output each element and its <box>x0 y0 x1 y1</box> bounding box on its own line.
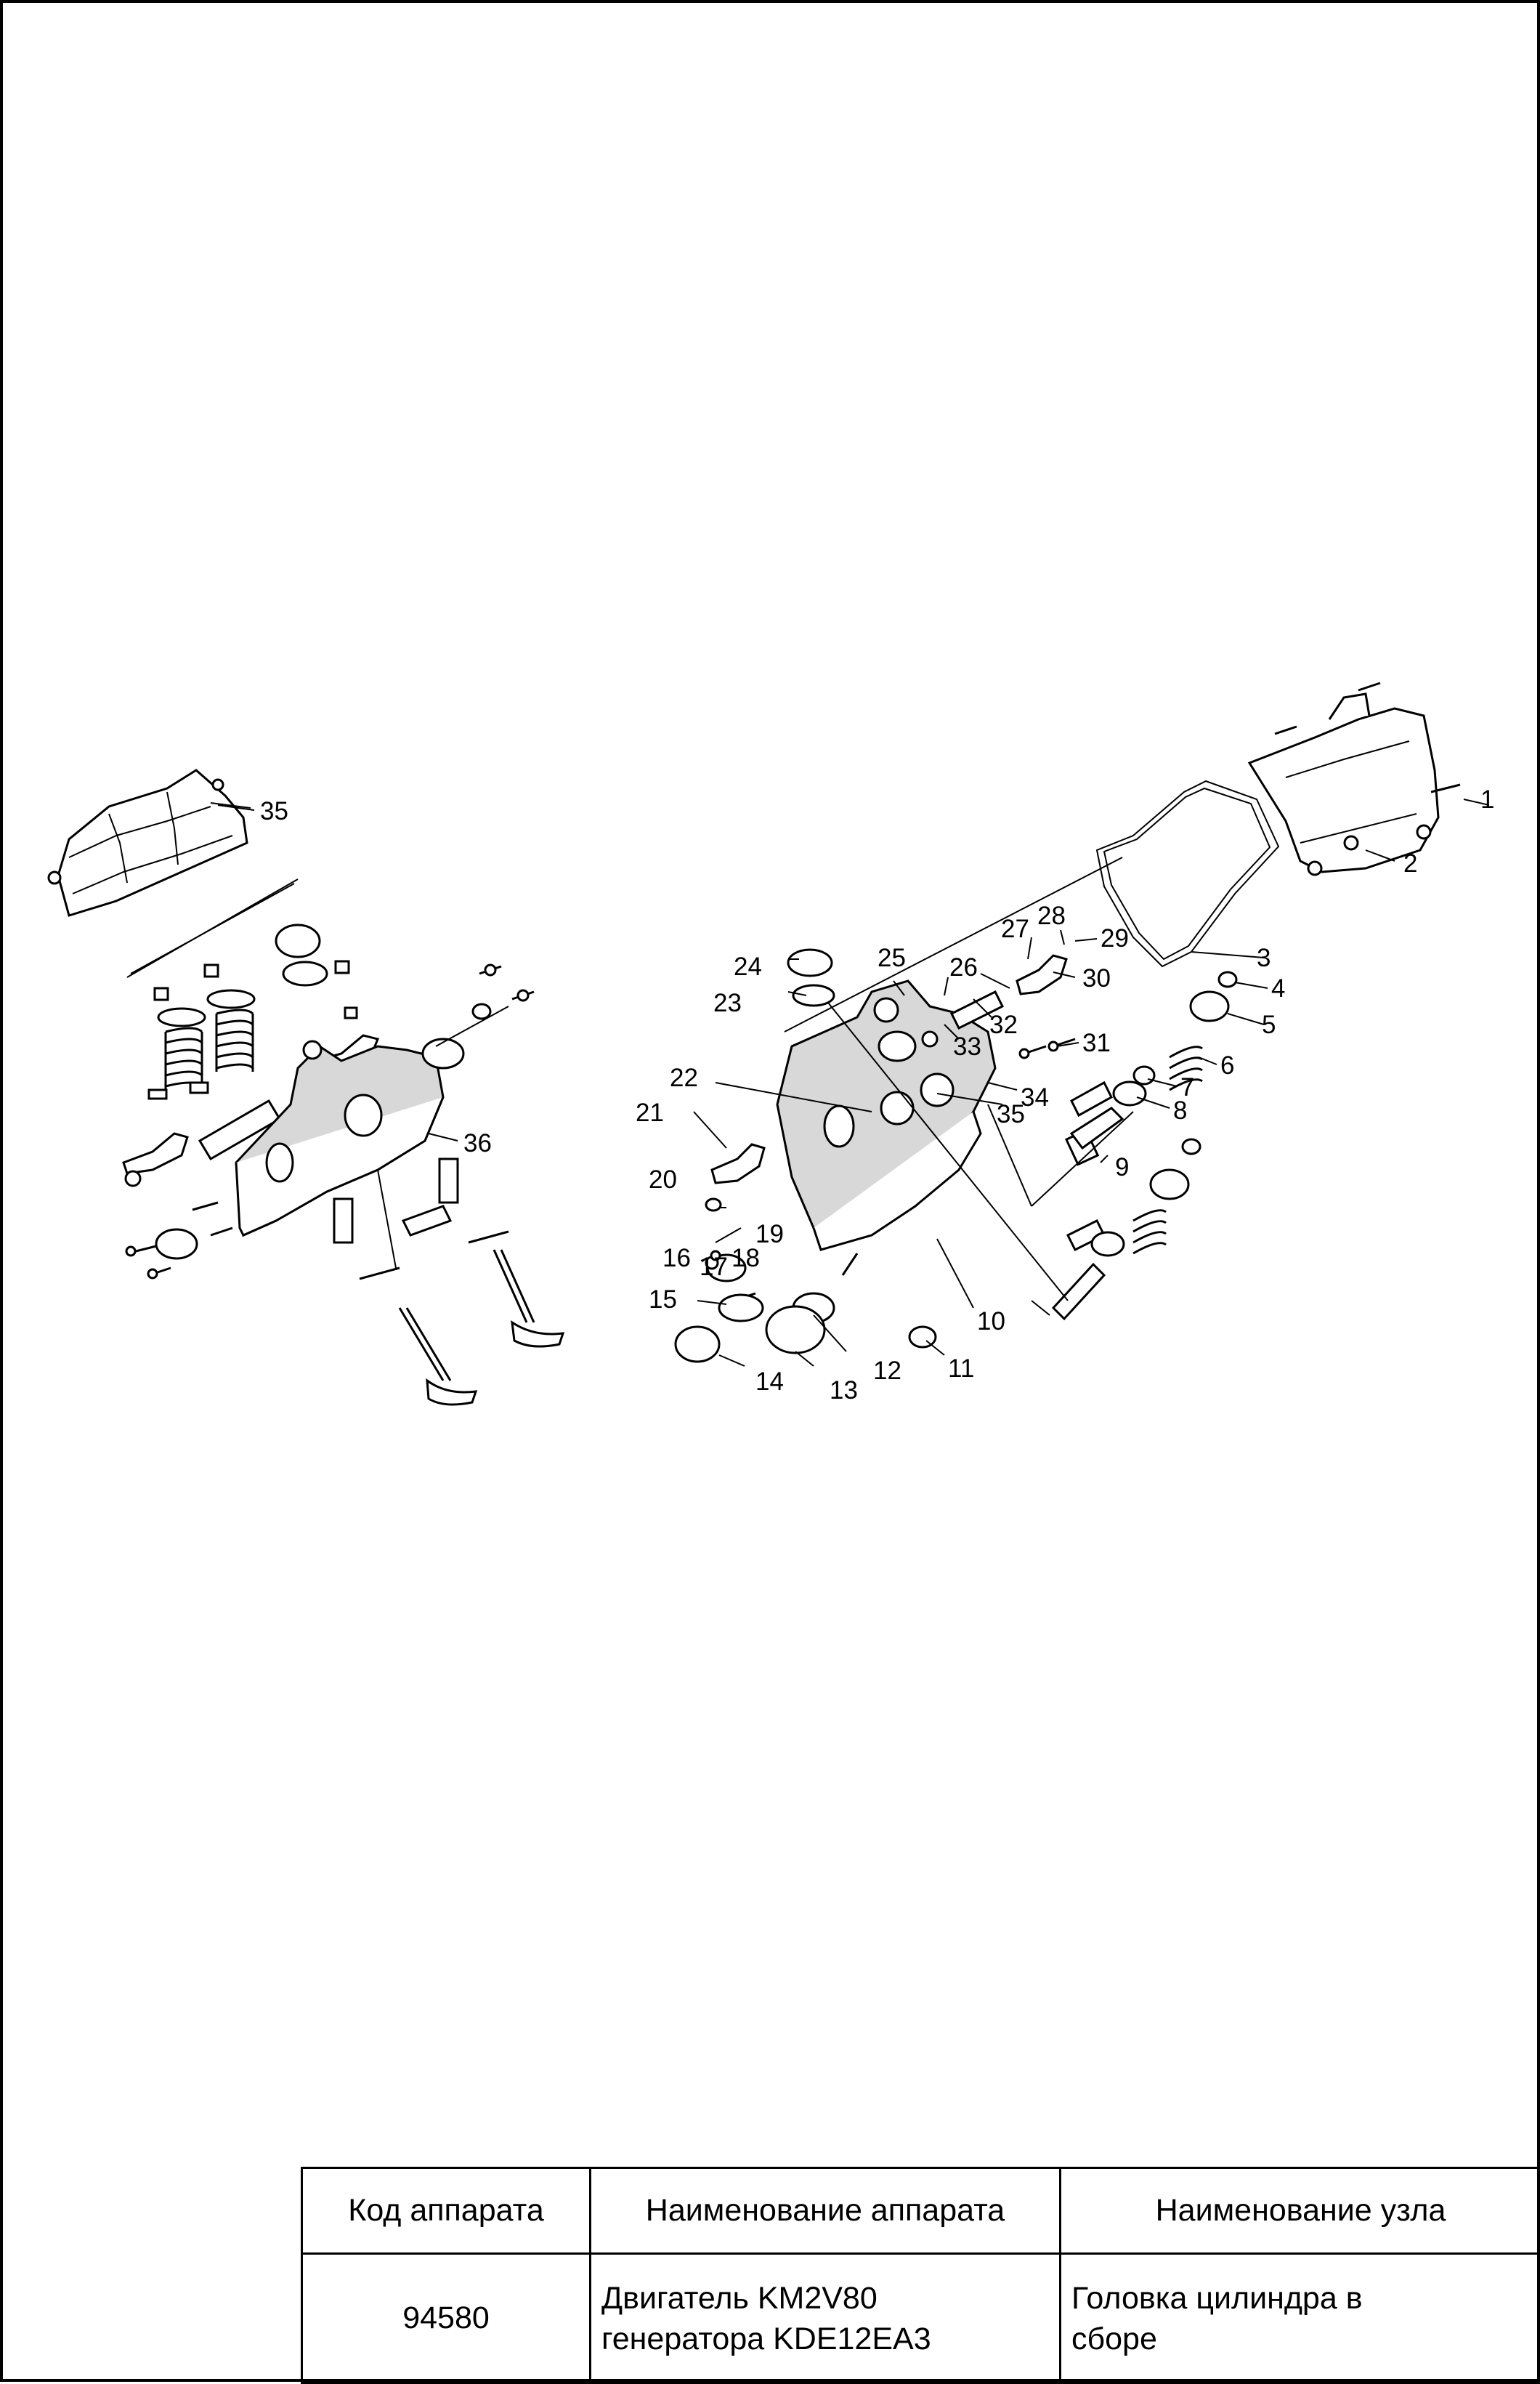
callout-9: 9 <box>1115 1153 1129 1181</box>
callout-12: 12 <box>873 1357 901 1385</box>
callout-35-left: 35 <box>260 797 288 825</box>
apparatus-name-line1: Двигатель KM2V80 <box>601 2278 1049 2319</box>
callout-23: 23 <box>713 989 742 1017</box>
callout-11: 11 <box>948 1354 974 1383</box>
callout-3: 3 <box>1257 944 1270 972</box>
callout-36: 36 <box>463 1129 492 1157</box>
right-assembly <box>676 683 1460 1362</box>
callout-35-right: 35 <box>997 1100 1025 1128</box>
callout-27: 27 <box>1001 915 1029 943</box>
callout-15: 15 <box>649 1285 677 1314</box>
left-valve-cover <box>58 770 247 916</box>
callout-29: 29 <box>1101 924 1129 953</box>
callout-22: 22 <box>670 1064 698 1092</box>
right-rocker-arm <box>1017 955 1066 994</box>
apparatus-name-value: Двигатель KM2V80 генератора KDE12EA3 <box>591 2254 1061 2383</box>
unit-name-line1: Головка цилиндра в <box>1071 2278 1530 2319</box>
callout-24: 24 <box>734 953 762 981</box>
header-apparatus-name: Наименование аппарата <box>591 2168 1061 2254</box>
callout-32: 32 <box>989 1011 1018 1039</box>
apparatus-name-line2: генератора KDE12EA3 <box>601 2319 1049 2359</box>
callout-14: 14 <box>755 1367 784 1396</box>
left-rocker-arm-b <box>123 1134 187 1173</box>
callout-20: 20 <box>649 1165 677 1194</box>
title-block: Код аппарата Наименование аппарата Наиме… <box>301 2167 1540 2384</box>
callout-6: 6 <box>1220 1051 1234 1080</box>
unit-name-value: Головка цилиндра в сборе <box>1061 2254 1540 2383</box>
callout-5: 5 <box>1262 1011 1276 1039</box>
callout-21: 21 <box>636 1099 664 1127</box>
callout-8: 8 <box>1173 1096 1187 1125</box>
callout-28: 28 <box>1037 902 1066 930</box>
callout-2: 2 <box>1403 849 1417 878</box>
callout-19: 19 <box>755 1220 784 1248</box>
callout-4: 4 <box>1271 974 1285 1003</box>
callout-17: 17 <box>700 1253 728 1281</box>
callout-31: 31 <box>1082 1029 1111 1057</box>
header-apparatus-code: Код аппарата <box>302 2168 591 2254</box>
apparatus-code-value: 94580 <box>302 2254 591 2383</box>
left-valves <box>334 1159 563 1405</box>
callout-16: 16 <box>662 1244 691 1272</box>
header-unit-name: Наименование узла <box>1061 2168 1540 2254</box>
callout-30: 30 <box>1082 964 1111 993</box>
callout-25: 25 <box>878 944 906 972</box>
callout-10: 10 <box>977 1307 1005 1336</box>
callout-1: 1 <box>1480 785 1494 814</box>
callout-26: 26 <box>949 953 978 982</box>
unit-name-line2: сборе <box>1071 2319 1530 2359</box>
callout-33: 33 <box>953 1033 981 1061</box>
left-assembly <box>49 770 563 1405</box>
callout-13: 13 <box>830 1376 858 1405</box>
